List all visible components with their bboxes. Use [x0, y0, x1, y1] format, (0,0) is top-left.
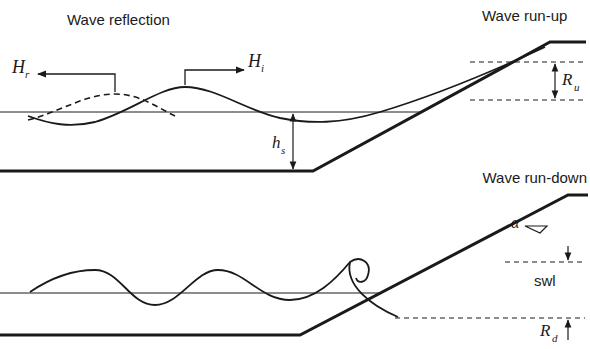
run-down-arrow	[567, 320, 568, 340]
subscript: r	[25, 69, 29, 80]
swl-label: swl	[534, 273, 556, 288]
run-down-symbol: R	[540, 322, 550, 339]
subscript: s	[281, 145, 285, 156]
wave-height-symbol: H	[248, 52, 261, 70]
panel-title: Wave run-up	[482, 8, 567, 23]
reflected-wave	[28, 94, 175, 120]
wave-height-symbol: H	[12, 58, 25, 76]
reflected-arrow	[38, 74, 115, 92]
swl-level	[470, 100, 585, 101]
slope-angle-symbol	[525, 226, 547, 233]
depth-symbol: h	[272, 134, 281, 151]
panel-title: Wave run-down	[483, 170, 588, 185]
subscript: i	[261, 63, 264, 74]
seabed-slope	[0, 42, 586, 171]
swl-arrow	[567, 246, 568, 260]
swl-level	[505, 262, 585, 263]
run-up-level	[470, 62, 585, 63]
still-water-line	[0, 112, 421, 113]
incident-arrow	[185, 70, 244, 85]
seabed-slope	[0, 195, 588, 335]
subscript: u	[574, 82, 580, 93]
depth-arrow	[292, 114, 293, 169]
subscript: d	[552, 333, 558, 344]
panel-title: Wave reflection	[67, 12, 170, 27]
run-down-level	[395, 318, 585, 319]
breaking-wave	[30, 259, 369, 305]
run-up-arrow	[554, 64, 555, 98]
wave-face	[349, 262, 398, 317]
run-up-symbol: R	[562, 71, 572, 88]
angle-symbol: α	[511, 215, 519, 231]
incident-wave	[28, 47, 545, 125]
still-water-line	[0, 293, 380, 294]
